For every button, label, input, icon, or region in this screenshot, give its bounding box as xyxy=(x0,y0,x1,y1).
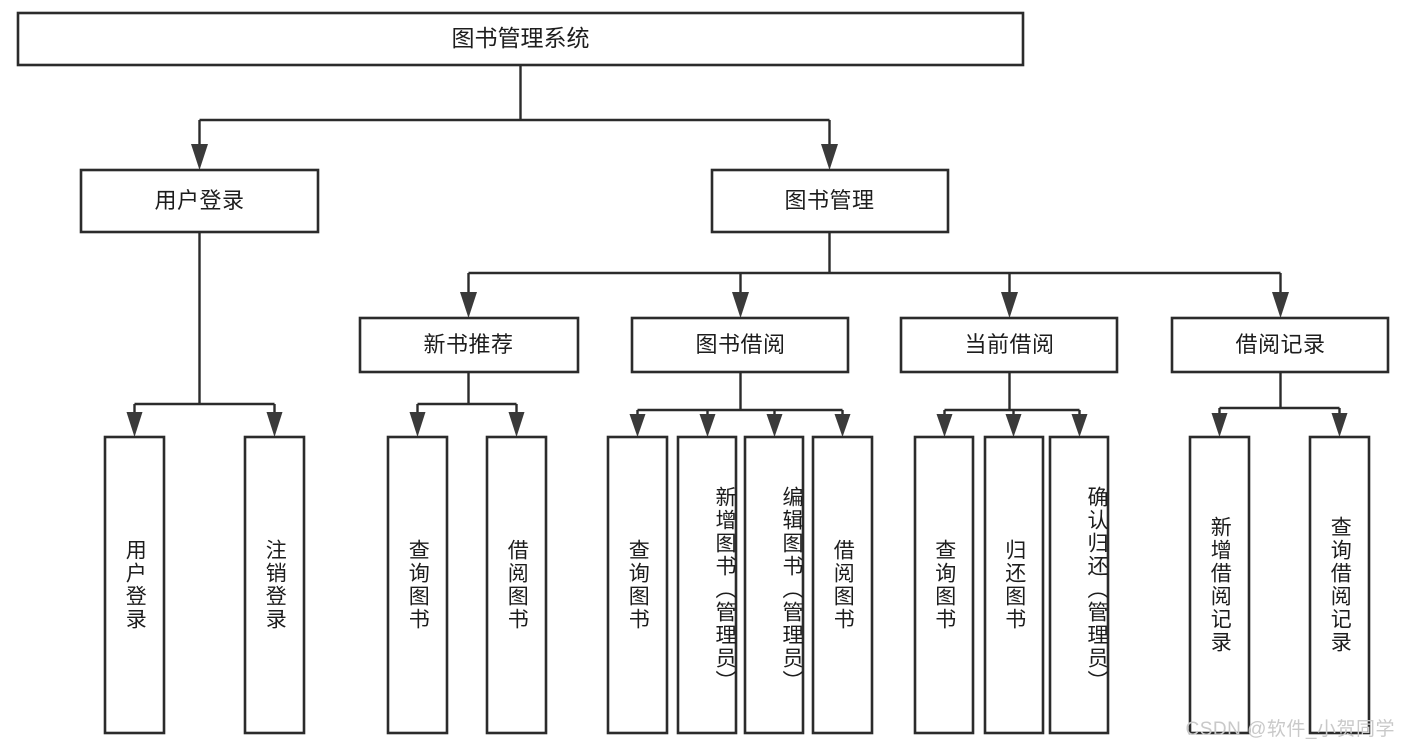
arrow-head-leaf-query-record xyxy=(1331,413,1348,437)
arrow-head-leaf-user-login xyxy=(126,412,143,437)
node-leaf-return-book-box[interactable] xyxy=(983,435,1045,735)
node-leaf-query-book-3-box[interactable] xyxy=(913,435,975,735)
node-root-label: 图书管理系统 xyxy=(452,25,590,51)
node-leaf-edit-book-box[interactable] xyxy=(743,435,805,735)
watermark-text: CSDN @软件_小贺同学 xyxy=(1185,719,1395,740)
node-current-borrow-label: 当前借阅 xyxy=(964,332,1054,357)
node-leaf-confirm-return-box[interactable] xyxy=(1048,435,1110,735)
arrow-head-user-login xyxy=(191,144,208,170)
arrow-head-leaf-query-book-2 xyxy=(629,414,646,437)
node-user-login[interactable]: 用户登录 xyxy=(79,168,320,234)
node-leaf-borrow-book-1-box[interactable] xyxy=(485,435,548,735)
connector-group-new-book-rec xyxy=(409,372,525,437)
node-leaf-query-book-1-box[interactable] xyxy=(386,435,449,735)
node-book-manage[interactable]: 图书管理 xyxy=(710,168,950,234)
node-current-borrow[interactable]: 当前借阅 xyxy=(899,316,1119,374)
arrow-head-leaf-edit-book xyxy=(766,414,783,437)
connector-group-root xyxy=(191,65,838,170)
arrow-head-leaf-borrow-book-2 xyxy=(834,414,851,437)
node-root[interactable]: 图书管理系统 xyxy=(16,11,1025,67)
node-leaf-borrow-book-2-box[interactable] xyxy=(811,435,874,735)
arrow-head-book-borrow xyxy=(732,292,749,318)
node-book-borrow-label: 图书借阅 xyxy=(695,332,785,357)
node-borrow-record[interactable]: 借阅记录 xyxy=(1170,316,1390,374)
arrow-head-leaf-user-logout xyxy=(266,412,283,437)
node-borrow-record-label: 借阅记录 xyxy=(1235,332,1325,357)
connector-group-user-login xyxy=(126,232,283,437)
arrow-head-leaf-query-book-3 xyxy=(936,414,953,437)
node-root-box[interactable] xyxy=(16,11,1025,67)
connector-group-book-borrow xyxy=(629,372,851,437)
node-book-manage-box[interactable] xyxy=(710,168,950,234)
node-user-login-box[interactable] xyxy=(79,168,320,234)
arrow-head-book-manage xyxy=(821,144,838,170)
arrow-head-leaf-add-book xyxy=(699,414,716,437)
node-new-book-rec-label: 新书推荐 xyxy=(423,332,513,357)
arrow-head-leaf-confirm-return xyxy=(1071,414,1088,437)
arrow-head-leaf-query-book-1 xyxy=(409,412,426,437)
node-leaf-query-book-2-box[interactable] xyxy=(606,435,669,735)
node-new-book-rec[interactable]: 新书推荐 xyxy=(358,316,580,374)
node-leaf-add-book-box[interactable] xyxy=(676,435,738,735)
node-new-book-rec-box[interactable] xyxy=(358,316,580,374)
node-leaf-user-login-box[interactable] xyxy=(103,435,166,735)
node-book-borrow-box[interactable] xyxy=(630,316,850,374)
connector-group-current-borrow xyxy=(936,372,1088,437)
arrow-head-leaf-return-book xyxy=(1005,414,1022,437)
node-leaf-user-logout-box[interactable] xyxy=(243,435,306,735)
connector-group-borrow-record xyxy=(1211,372,1348,437)
arrow-head-current-borrow xyxy=(1001,292,1018,318)
node-book-borrow[interactable]: 图书借阅 xyxy=(630,316,850,374)
connector-group-book-manage xyxy=(460,232,1289,318)
arrow-head-borrow-record xyxy=(1272,292,1289,318)
node-leaf-query-record-box[interactable] xyxy=(1308,435,1371,735)
arrow-head-new-book-rec xyxy=(460,292,477,318)
node-user-login-label: 用户登录 xyxy=(154,188,244,213)
node-borrow-record-box[interactable] xyxy=(1170,316,1390,374)
node-leaf-add-record-box[interactable] xyxy=(1188,435,1251,735)
arrow-head-leaf-borrow-book-1 xyxy=(508,412,525,437)
node-book-manage-label: 图书管理 xyxy=(784,188,874,213)
arrow-head-leaf-add-record xyxy=(1211,413,1228,437)
node-current-borrow-box[interactable] xyxy=(899,316,1119,374)
